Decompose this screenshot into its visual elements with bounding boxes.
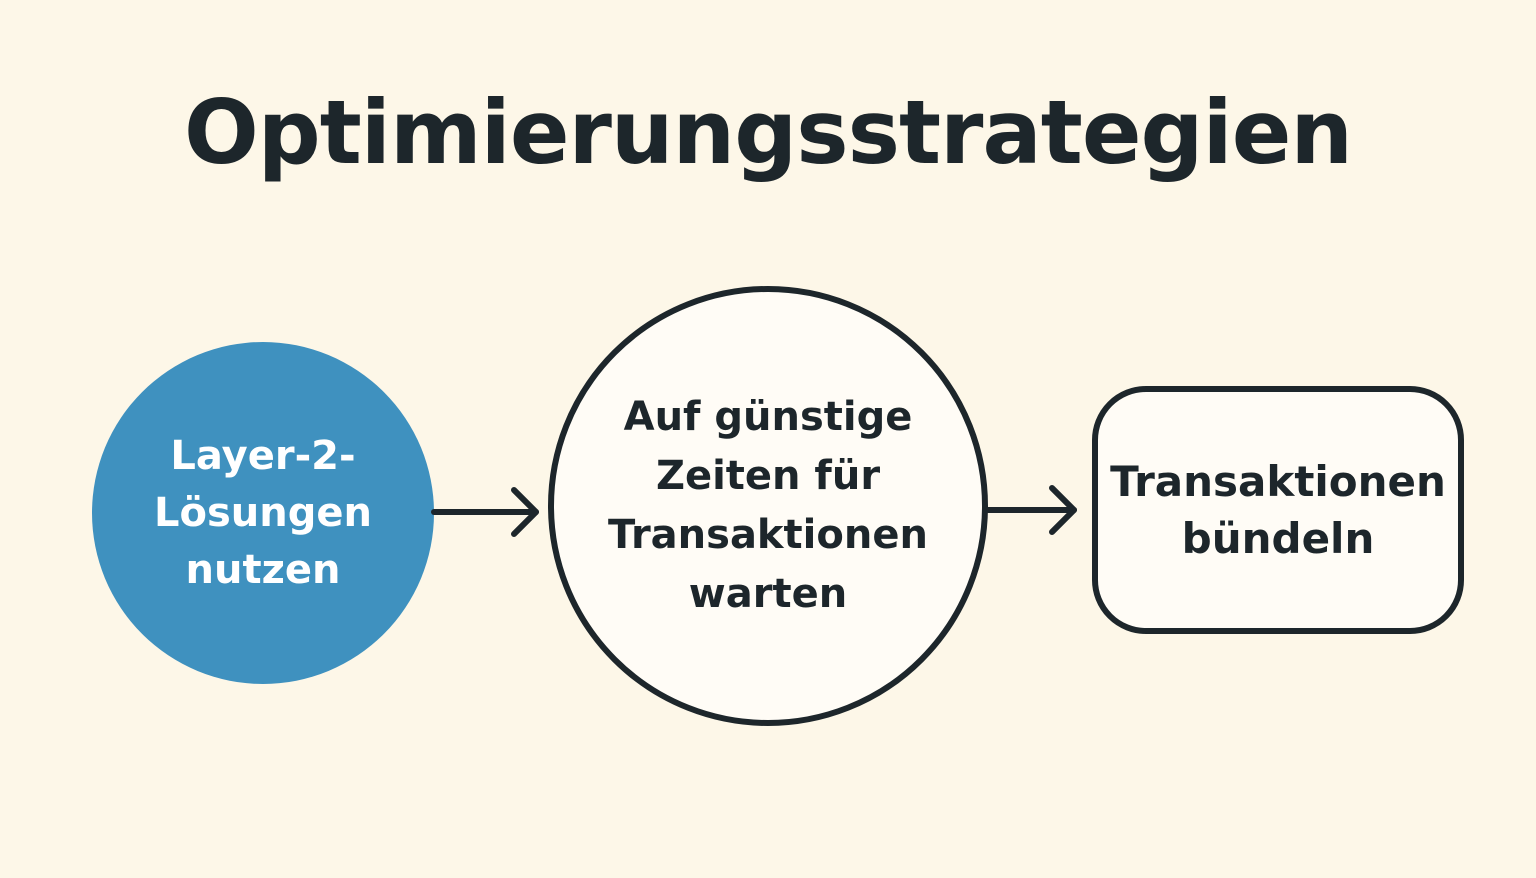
diagram-title: Optimierungsstrategien bbox=[183, 81, 1353, 184]
arrow-head bbox=[511, 487, 539, 537]
step-label-layer2: Layer-2-Lösungen nutzen bbox=[154, 432, 372, 593]
step-label-bundle: Transaktionen bündeln bbox=[1110, 457, 1446, 563]
arrow-head bbox=[1049, 485, 1077, 535]
arrow-icon bbox=[431, 487, 539, 537]
step-node-wait: Auf günstige Zeiten für Transaktionen wa… bbox=[548, 286, 988, 726]
arrow-icon bbox=[985, 485, 1077, 535]
step-label-wait: Auf günstige Zeiten für Transaktionen wa… bbox=[608, 394, 928, 617]
step-node-bundle: Transaktionen bündeln bbox=[1092, 386, 1464, 634]
step-node-layer2: Layer-2-Lösungen nutzen bbox=[92, 342, 434, 684]
